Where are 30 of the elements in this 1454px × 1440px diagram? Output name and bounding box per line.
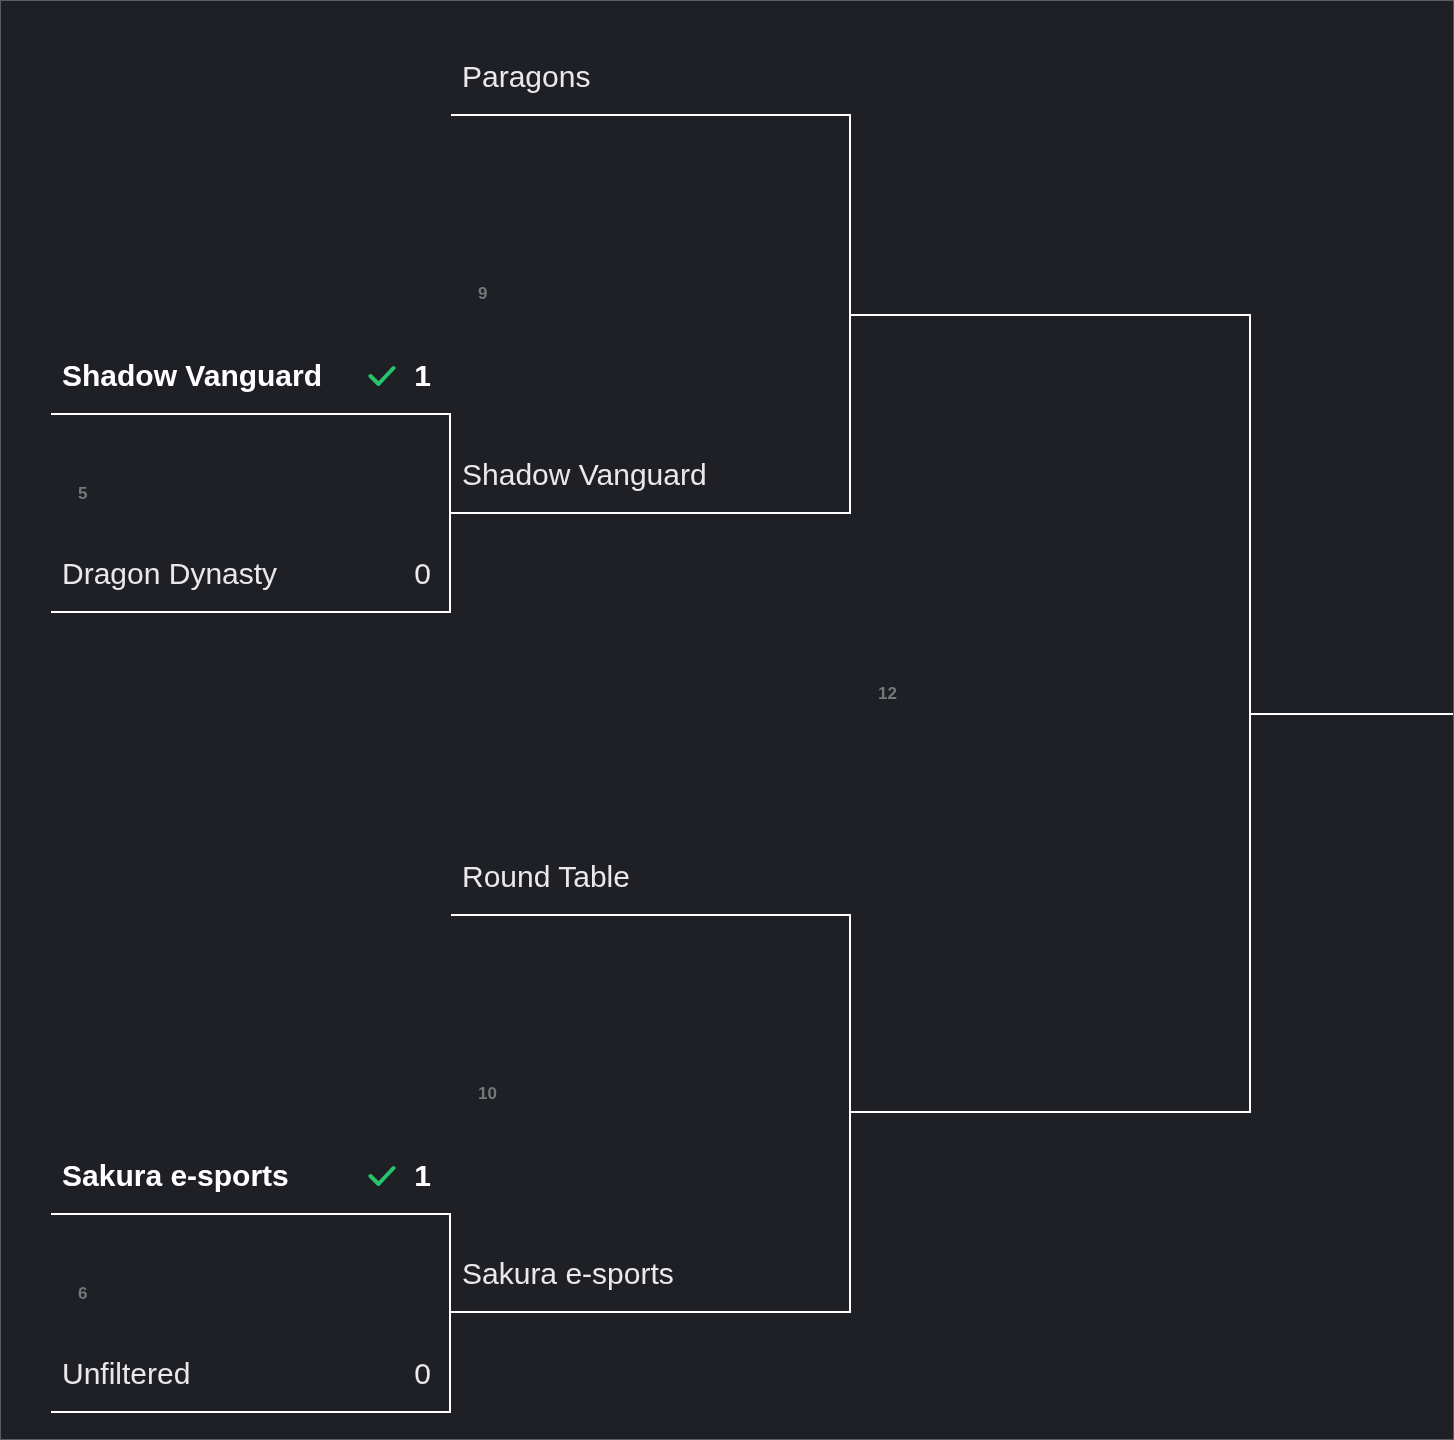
match-number: 5 <box>78 484 88 504</box>
team-name: Shadow Vanguard <box>462 457 707 493</box>
bracket-line <box>1251 713 1453 715</box>
score: 0 <box>414 1356 431 1392</box>
bracket-connector <box>849 114 851 316</box>
team-name: Sakura e-sports <box>62 1158 289 1194</box>
score: 1 <box>414 1158 431 1194</box>
team-name: Unfiltered <box>62 1356 191 1392</box>
bracket-connector <box>449 1213 451 1313</box>
score: 0 <box>414 556 431 592</box>
match-number: 10 <box>478 1084 497 1104</box>
bracket-connector <box>449 512 451 613</box>
bracket-connector <box>449 413 451 514</box>
match-number: 9 <box>478 284 488 304</box>
team-name: Shadow Vanguard <box>62 358 323 394</box>
bracket-connector <box>449 1311 451 1413</box>
match-number: 12 <box>878 684 897 704</box>
bracket-line <box>851 1111 1251 1113</box>
bracket-line <box>851 314 1251 316</box>
bracket-connector <box>849 1111 851 1313</box>
score: 1 <box>414 358 431 394</box>
team-name: Sakura e-sports <box>462 1256 674 1292</box>
bracket-connector <box>1249 713 1251 1113</box>
bracket-connector <box>1249 314 1251 715</box>
bracket-connector <box>849 914 851 1113</box>
bracket-connector <box>849 314 851 514</box>
team-name: Paragons <box>462 59 591 95</box>
match-number: 6 <box>78 1284 88 1304</box>
team-name: Round Table <box>462 859 630 895</box>
team-name: Dragon Dynasty <box>62 556 278 592</box>
